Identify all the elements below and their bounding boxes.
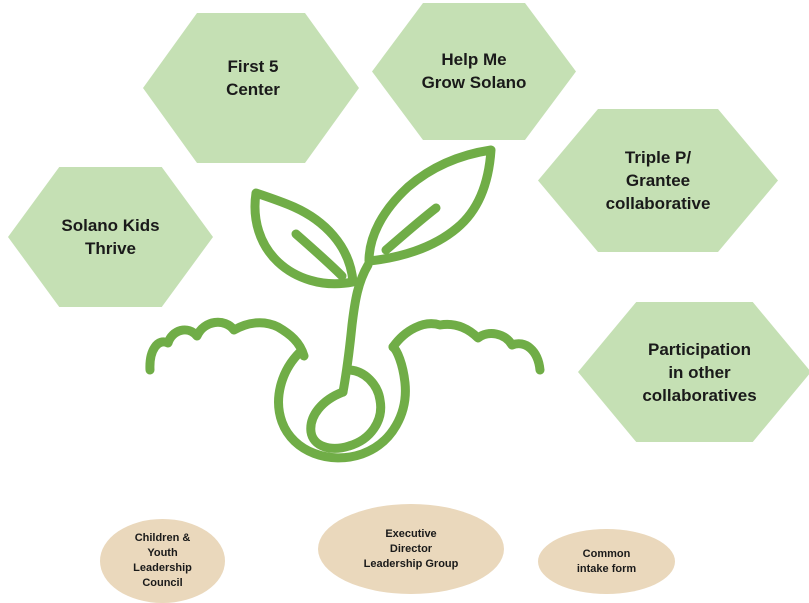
oval-executive-director-leadership-group: Executive Director Leadership Group [318, 504, 504, 594]
hexagon-label: Participation in other collaboratives [642, 339, 757, 405]
oval-label: Common intake form [576, 547, 637, 575]
left-leaf [250, 188, 358, 289]
hexagon-participation-collaboratives: Participation in other collaboratives [578, 302, 809, 442]
hexagon-triple-p-grantee: Triple P/ Grantee collaborative [538, 109, 778, 252]
oval-label: Executive Director Leadership Group [363, 527, 459, 570]
seed-inner [306, 365, 386, 453]
hexagon-label: Help Me Grow Solano [421, 49, 527, 92]
right-leaf [364, 145, 496, 266]
sprouting-plant-icon [145, 145, 545, 463]
soil-right [388, 319, 545, 375]
hexagon-help-me-grow-solano: Help Me Grow Solano [372, 3, 576, 140]
oval-common-intake-form: Common intake form [538, 529, 675, 594]
oval-label: Children & Youth Leadership Council [133, 532, 192, 589]
seed-outer [274, 342, 410, 463]
hexagon-first-5-center: First 5 Center [143, 13, 359, 163]
hexagon-label: Triple P/ Grantee collaborative [605, 148, 711, 213]
right-leaf-vein [381, 203, 441, 255]
left-leaf-vein [291, 229, 347, 281]
soil-left [145, 317, 309, 375]
hexagon-label: First 5 Center [226, 57, 280, 99]
hexagon-solano-kids-thrive: Solano Kids Thrive [8, 167, 213, 307]
hexagon-label: Solano Kids Thrive [61, 216, 160, 258]
plant-stem [338, 260, 373, 397]
oval-children-youth-leadership-council: Children & Youth Leadership Council [100, 519, 225, 603]
